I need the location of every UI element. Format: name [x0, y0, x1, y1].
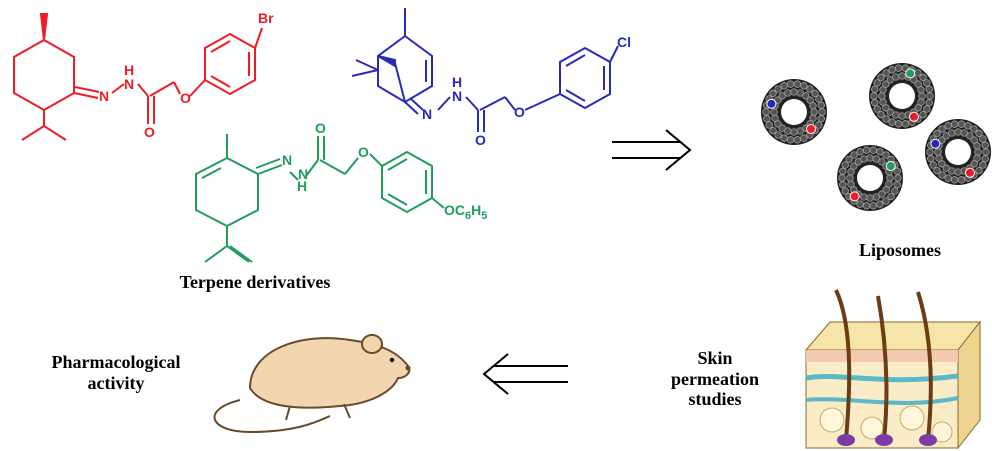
blue-carbonyl-oxygen: O — [475, 132, 486, 148]
liposome-1 — [761, 79, 827, 145]
skin-label-line1: Skin — [697, 348, 733, 368]
liposome-icon — [761, 63, 991, 211]
liposomes-label: Liposomes — [858, 240, 941, 260]
red-bromine-atom: Br — [258, 10, 274, 26]
green-imine-nitrogen: N — [282, 152, 293, 168]
liposome-3 — [837, 145, 903, 211]
pharmacological-activity-label: Pharmacological activity — [16, 352, 216, 393]
loaded-drug-dot — [806, 124, 816, 134]
green-amide-hydrogen: H — [297, 178, 308, 194]
double-arrow-icon — [482, 353, 568, 395]
red-ether-oxygen: O — [180, 90, 191, 106]
green-substituent-c-count: 6 — [465, 209, 472, 222]
loaded-drug-dot — [930, 138, 941, 149]
loaded-drug-dot — [766, 98, 777, 109]
blue-ether-oxygen: O — [514, 104, 525, 120]
green-ether-oxygen: O — [358, 144, 369, 160]
loaded-drug-dot — [909, 111, 919, 122]
loaded-drug-dot — [885, 161, 896, 171]
skin-permeation-label: Skin permeation studies — [640, 348, 790, 410]
green-substituent-h: H — [471, 202, 482, 218]
pharm-label-line2: activity — [87, 372, 145, 393]
liposome-2 — [869, 63, 935, 129]
red-amide-hydrogen: H — [124, 62, 135, 78]
green-carbonyl-oxygen: O — [315, 120, 326, 136]
blue-imine-nitrogen: N — [422, 106, 433, 122]
skin-label-line2: permeation — [671, 368, 759, 389]
skin-cross-section-icon — [804, 289, 982, 450]
green-substituent: OC6H5 — [444, 202, 487, 222]
green-substituent-oc: OC — [444, 202, 465, 218]
liposome-4 — [925, 119, 991, 185]
blue-amide-nitrogen: N — [452, 88, 463, 104]
blue-chlorine-atom: Cl — [617, 34, 631, 50]
terpene-derivatives-label: Terpene derivatives — [179, 272, 331, 292]
skin-label-line3: studies — [688, 389, 742, 410]
green-amide-nitrogen: N — [298, 166, 309, 182]
red-carbonyl-oxygen: O — [144, 124, 155, 140]
red-imine-nitrogen: N — [99, 88, 110, 104]
loaded-drug-dot — [965, 167, 975, 178]
loaded-drug-dot — [905, 68, 916, 79]
double-arrow-icon — [612, 129, 692, 171]
blue-amide-hydrogen: H — [452, 74, 463, 90]
pharm-label-line1: Pharmacological — [51, 352, 181, 372]
green-carvone-hydrazone-molecule — [195, 134, 445, 263]
green-substituent-h-count: 5 — [481, 209, 488, 222]
blue-verbenone-hydrazone-molecule — [351, 8, 619, 132]
mouse-icon — [213, 334, 411, 434]
red-amide-nitrogen: N — [124, 76, 135, 92]
loaded-drug-dot — [849, 191, 860, 202]
red-menthone-hydrazone-molecule — [13, 13, 263, 141]
